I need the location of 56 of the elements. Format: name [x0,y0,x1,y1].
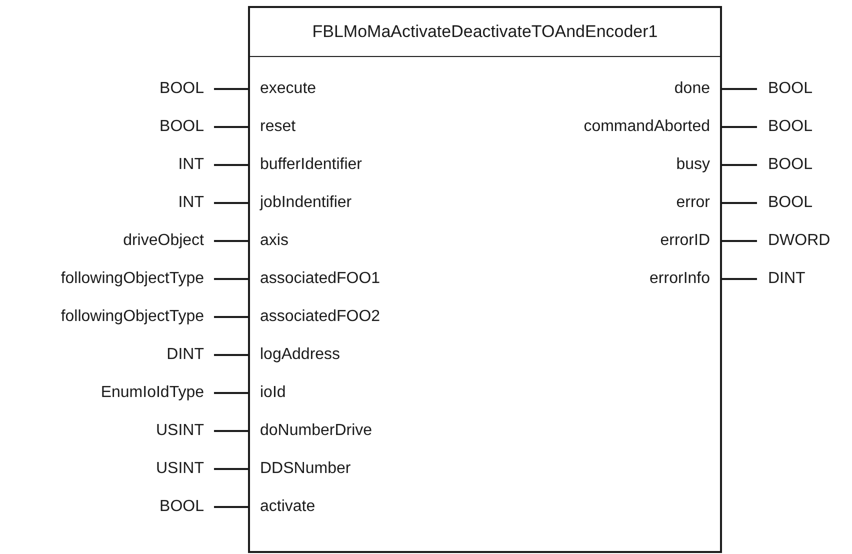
pin-name: error [676,192,720,214]
data-type-label: BOOL [160,496,214,518]
connection-line [214,126,250,128]
connection-line [720,164,757,166]
connection-line [214,468,250,470]
connection-line [214,392,250,394]
connection-line [720,240,757,242]
connection-line [214,202,250,204]
connection-line [214,240,250,242]
connection-line [720,202,757,204]
connection-line [720,126,757,128]
function-block [248,6,722,553]
data-type-label: DWORD [757,230,830,252]
data-type-label: BOOL [757,192,812,214]
pin-name: axis [250,230,288,252]
pin-name: associatedFOO2 [250,306,380,328]
data-type-label: followingObjectType [60,306,214,328]
data-type-label: followingObjectType [60,268,214,290]
data-type-label: INT [178,192,214,214]
connection-line [214,278,250,280]
connection-line [720,278,757,280]
connection-line [720,88,757,90]
data-type-label: BOOL [757,154,812,176]
connection-line [214,430,250,432]
data-type-label: INT [178,154,214,176]
pin-name: errorID [660,230,720,252]
data-type-label: BOOL [757,116,812,138]
pin-name: busy [676,154,720,176]
connection-line [214,164,250,166]
data-type-label: DINT [757,268,806,290]
pin-name: ioId [250,382,286,404]
pin-name: logAddress [250,344,340,366]
data-type-label: BOOL [160,78,214,100]
block-title: FBLMoMaActivateDeactivateTOAndEncoder1 [250,8,720,57]
data-type-label: EnumIoIdType [100,382,214,404]
data-type-label: USINT [156,420,214,442]
pin-name: execute [250,78,316,100]
data-type-label: BOOL [160,116,214,138]
data-type-label: USINT [156,458,214,480]
pin-name: reset [250,116,296,138]
pin-name: jobIndentifier [250,192,352,214]
connection-line [214,316,250,318]
data-type-label: driveObject [123,230,214,252]
pin-name: doNumberDrive [250,420,372,442]
connection-line [214,354,250,356]
data-type-label: DINT [166,344,214,366]
pin-name: bufferIdentifier [250,154,362,176]
pin-name: errorInfo [650,268,720,290]
data-type-label: BOOL [757,78,812,100]
pin-name: DDSNumber [250,458,351,480]
connection-line [214,88,250,90]
pin-name: activate [250,496,316,518]
pin-name: associatedFOO1 [250,268,380,290]
pin-name: done [674,78,720,100]
pin-name: commandAborted [584,116,720,138]
connection-line [214,506,250,508]
